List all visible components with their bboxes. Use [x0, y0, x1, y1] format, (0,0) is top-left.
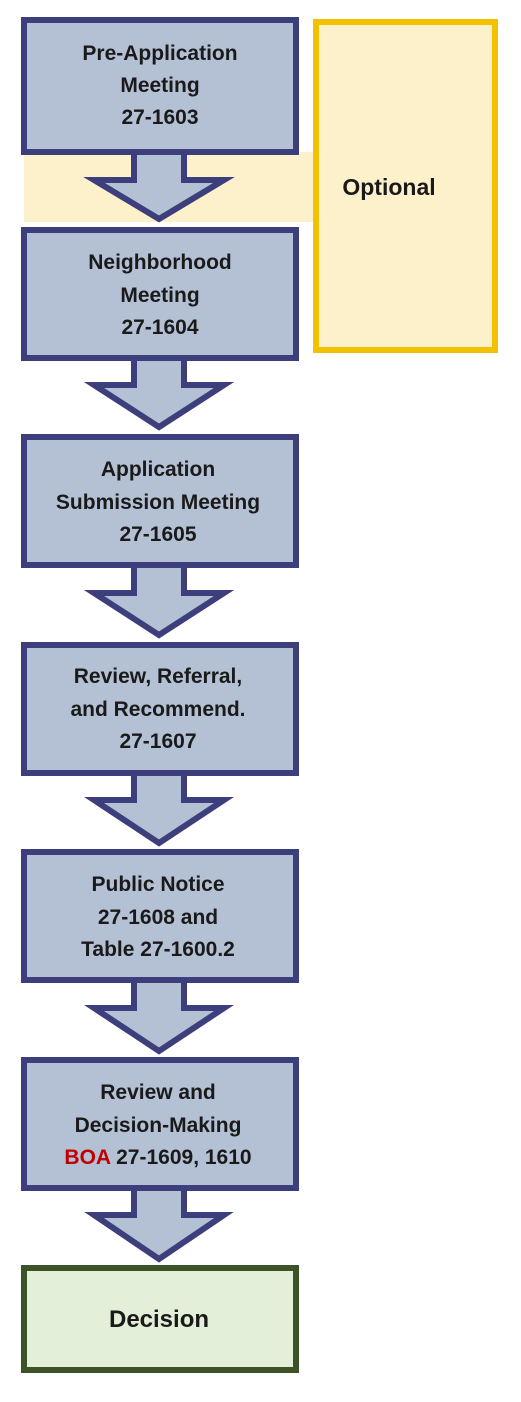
step-box — [21, 17, 299, 155]
decision-label: Decision — [109, 1306, 209, 1333]
step-line: Public Notice — [91, 873, 224, 896]
decision-box — [21, 1265, 299, 1373]
step-line: 27-1607 — [119, 730, 196, 753]
step-line: Neighborhood — [88, 251, 231, 274]
step-public-notice: Public Notice 27-1608 and Table 27-1600.… — [21, 849, 299, 983]
step-application-submission: Application Submission Meeting 27-1605 — [21, 434, 299, 568]
step-line: BOA 27-1609, 1610 — [64, 1146, 251, 1169]
step-box — [21, 1057, 299, 1191]
step-line: Application — [101, 458, 215, 481]
step-line: Table 27-1600.2 — [81, 938, 235, 961]
decision-node: Decision — [21, 1265, 299, 1373]
step-line: Review, Referral, — [74, 665, 242, 688]
step-line: 27-1608 and — [98, 906, 218, 929]
optional-box — [313, 19, 498, 353]
step-box — [21, 434, 299, 568]
step-line: 27-1603 — [121, 106, 198, 129]
step-line: Decision-Making — [75, 1114, 242, 1137]
step-box — [21, 849, 299, 983]
step-review-referral: Review, Referral, and Recommend. 27-1607 — [21, 642, 299, 776]
step-pre-application: Pre-Application Meeting 27-1603 — [21, 17, 299, 155]
step-line: Meeting — [120, 284, 199, 307]
step-line: 27-1605 — [119, 523, 196, 546]
step-box — [21, 227, 299, 361]
step-neighborhood-meeting: Neighborhood Meeting 27-1604 — [21, 227, 299, 361]
step-line: Review and — [100, 1081, 216, 1104]
step-review-decision-making: Review and Decision-Making BOA 27-1609, … — [21, 1057, 299, 1191]
optional-label: Optional — [342, 174, 435, 200]
step-line: Meeting — [120, 74, 199, 97]
step-line: Pre-Application — [82, 42, 237, 65]
step-line-rest: 27-1609, 1610 — [110, 1146, 251, 1169]
step-box — [21, 642, 299, 776]
step-line: and Recommend. — [70, 698, 245, 721]
step-line: 27-1604 — [121, 316, 198, 339]
step-line: Submission Meeting — [56, 491, 260, 514]
boa-highlight: BOA — [64, 1146, 111, 1169]
